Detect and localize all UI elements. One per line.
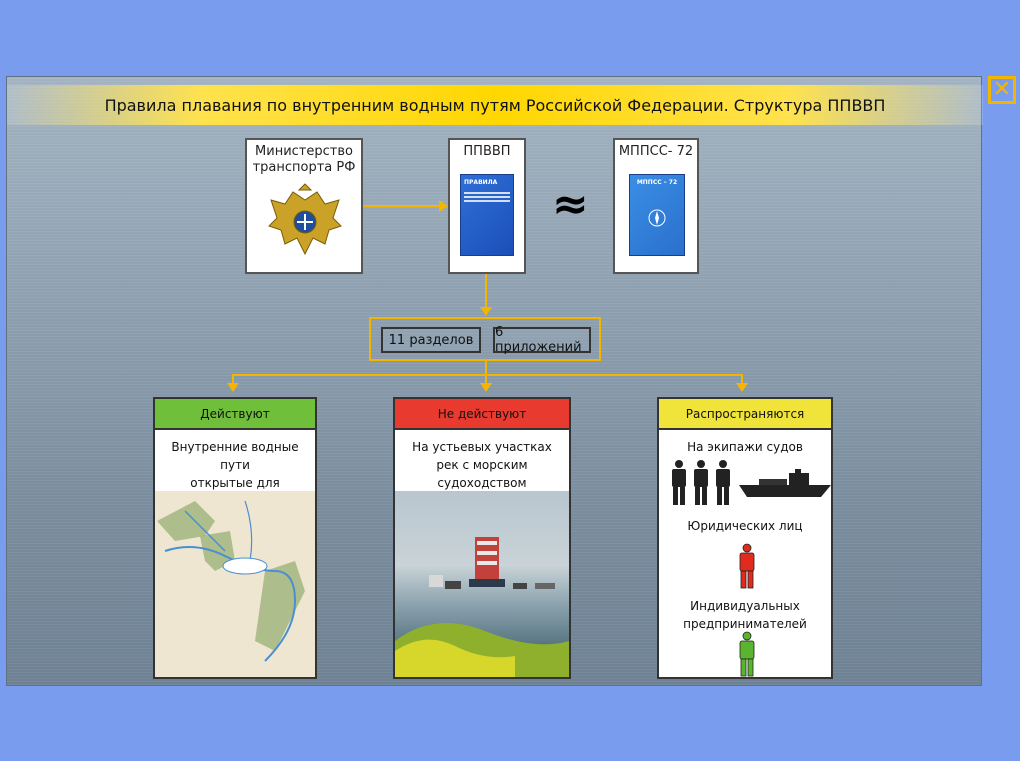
panel-not-in-force: Не действуют На устьевых участках рек с … [393,397,571,679]
branch-right-line [741,374,743,384]
ministry-to-ppvvp-arrow [439,200,448,212]
legal-entities-label: Юридических лиц [687,519,803,533]
individuals-label-line1: Индивидуальных [690,599,800,613]
panel-not-in-force-text-line1: На устьевых участках [412,440,552,454]
individual-entrepreneur-person-icon [739,631,755,677]
diagram-slide: Правила плавания по внутренним водным пу… [6,76,983,686]
panel-applies-to: Распространяются На экипажи судов Юридич… [657,397,833,679]
ministry-card: Министерство транспорта РФ [245,138,363,274]
individuals-label-line2: предпринимателей [683,617,807,631]
mppss-label: МППСС- 72 [618,144,694,159]
close-button[interactable]: ✕ [988,76,1016,104]
ship-icon [739,469,831,497]
mppss-book-title: МППСС – 72 [636,179,678,186]
approx-symbol: ≈ [552,179,589,230]
ppvvp-to-sections-line [485,274,487,308]
panel-in-force-head: Действуют [155,399,315,430]
panel-in-force-text-line1: Внутренние водные пути [171,440,299,472]
sections-down-line [485,361,487,375]
coat-of-arms-icon [268,183,342,256]
crews-label: На экипажи судов [687,440,803,454]
ppvvp-card: ППВВП ПРАВИЛА [448,138,526,274]
panel-applies-to-head: Распространяются [659,399,831,430]
ppvvp-label: ППВВП [463,144,511,159]
page-title: Правила плавания по внутренним водным пу… [104,95,886,115]
structure-box: 11 разделов 6 приложений [369,317,601,361]
branch-horizontal-line [232,374,743,376]
branch-middle-line [485,374,487,384]
close-icon: ✕ [992,77,1012,102]
ministry-label-line1: Министерство [255,144,353,159]
branch-left-line [232,374,234,384]
ministry-label-line2: транспорта РФ [252,160,356,175]
mppss-card: МППСС- 72 МППСС – 72 [613,138,699,274]
panel-not-in-force-head: Не действуют [395,399,569,430]
sections-count: 11 разделов [381,327,481,353]
legal-entity-person-icon [739,543,755,589]
compass-icon [648,209,666,227]
title-bar: Правила плавания по внутренним водным пу… [7,85,983,125]
panel-not-in-force-text-line2: рек с морским судоходством [436,458,528,490]
ppvvp-to-sections-arrow [480,307,492,316]
ppvvp-book-cover: ПРАВИЛА [460,174,514,256]
branch-middle-arrow [480,383,492,392]
appendices-count: 6 приложений [493,325,591,355]
branch-left-arrow [227,383,239,392]
mppss-book-cover: МППСС – 72 [629,174,685,256]
crew-people-icon [672,460,730,505]
ministry-to-ppvvp-line [363,205,439,207]
ppvvp-book-title: ПРАВИЛА [464,179,498,186]
waterways-map-image [155,491,315,677]
panel-in-force: Действуют Внутренние водные пути открыты… [153,397,317,679]
river-mouth-photo [395,491,569,677]
branch-right-arrow [736,383,748,392]
